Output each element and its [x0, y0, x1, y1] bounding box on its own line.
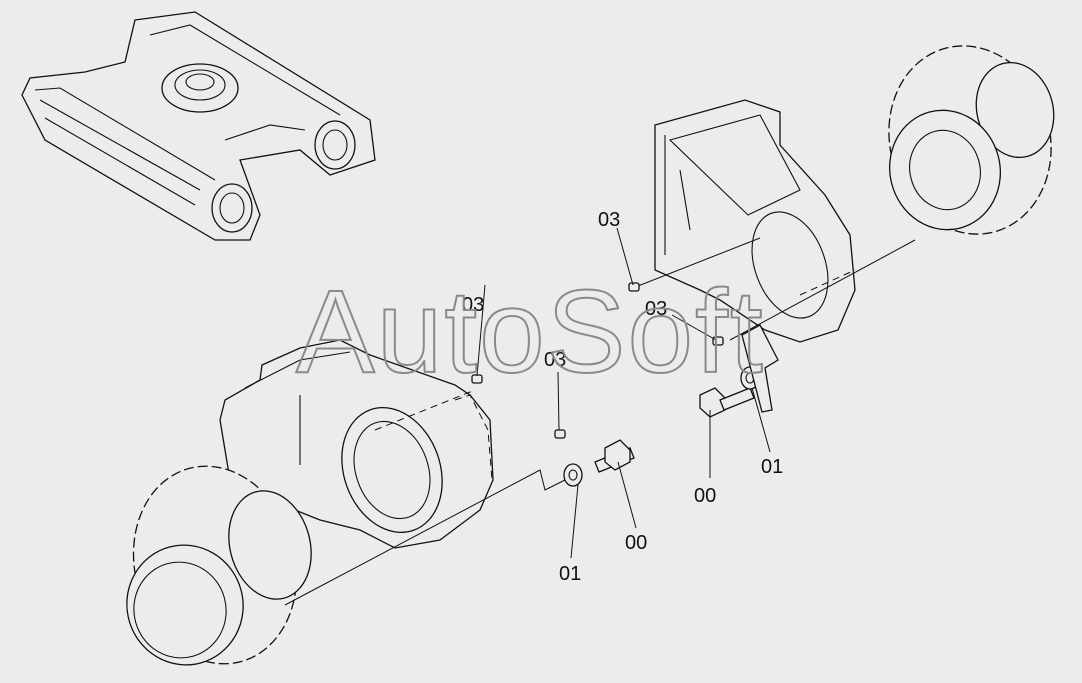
track-frame-drawing — [21, 11, 376, 241]
callout-label: 03 — [598, 209, 620, 231]
callout-label: 03 — [544, 349, 566, 371]
small-parts — [471, 282, 779, 487]
plug-icon — [712, 336, 724, 346]
washer-icon — [563, 463, 583, 487]
leader-lines — [476, 227, 771, 559]
callout-label: 00 — [625, 532, 647, 554]
callout-label: 03 — [462, 294, 484, 316]
callout-labels: 03 03 03 03 00 01 01 00 — [462, 209, 783, 585]
callout-label: 01 — [559, 563, 581, 585]
watermark: AutoSoft — [296, 266, 765, 398]
plug-icon — [554, 429, 566, 439]
callout-label: 03 — [645, 298, 667, 320]
bracket-icon — [741, 324, 779, 413]
callout-label: 01 — [761, 456, 783, 478]
left-final-drive-drawing — [126, 339, 494, 666]
right-final-drive-drawing — [654, 45, 1055, 343]
bolt-icon — [699, 387, 755, 418]
assembly-center-lines — [284, 237, 916, 606]
bolt-icon — [594, 439, 635, 473]
plug-icon — [628, 282, 640, 292]
callout-label: 00 — [694, 485, 716, 507]
